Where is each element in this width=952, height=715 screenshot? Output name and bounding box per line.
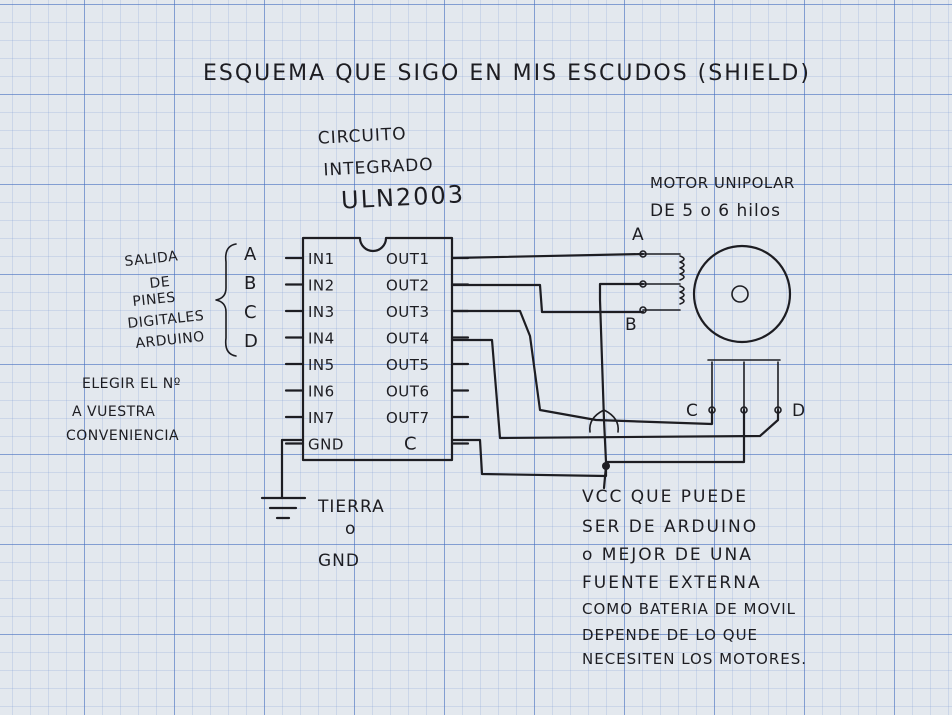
- ic-right-pin-label: OUT2: [386, 277, 430, 295]
- coil-cd: [707, 359, 782, 414]
- ic-left-pin-label: IN5: [308, 356, 335, 374]
- choice-note-line: CONVENIENCIA: [66, 428, 179, 444]
- coil-ab: [639, 250, 685, 314]
- coil-label-c: C: [686, 401, 699, 421]
- coil-label-b: B: [625, 315, 638, 335]
- input-letter: A: [244, 244, 257, 265]
- coil-label-a: A: [632, 225, 645, 245]
- motor-title-line1: MOTOR UNIPOLAR: [650, 174, 795, 192]
- ic-left-pin-label: IN2: [308, 277, 335, 295]
- ic-left-pin-label: IN6: [308, 383, 335, 401]
- ic-right-pin-label: OUT6: [386, 383, 430, 401]
- input-note-line: ARDUINO: [135, 329, 206, 352]
- input-letter: D: [244, 331, 259, 352]
- input-note-line: SALIDA: [124, 248, 179, 270]
- ic-right-pin-label: OUT1: [386, 250, 430, 268]
- wiring: [450, 252, 780, 490]
- input-note-line: DE: [149, 274, 171, 292]
- input-labels: [215, 243, 237, 357]
- ground-label-line3: GND: [318, 551, 360, 571]
- input-note-line: PINES: [132, 290, 177, 310]
- input-note-line: DIGITALES: [127, 308, 205, 332]
- ic-right-pin-label: OUT3: [386, 303, 430, 321]
- ic-right-pin-label: C: [404, 434, 417, 455]
- ic-left-pin-label: IN1: [308, 250, 335, 268]
- ic-right-pin-label: OUT7: [386, 409, 430, 427]
- vcc-note-line: FUENTE EXTERNA: [582, 573, 762, 593]
- vcc-note-line: SER DE ARDUINO: [582, 517, 758, 537]
- ic-left-pin-label: GND: [308, 436, 344, 454]
- ic-left-pin-label: IN4: [308, 330, 335, 348]
- choice-note: ELEGIR EL Nº A VUESTRA CONVENIENCIA: [66, 376, 181, 444]
- input-letter: C: [244, 302, 258, 323]
- ic-left-pin-label: IN7: [308, 409, 335, 427]
- vcc-note-line: o MEJOR DE UNA: [582, 545, 753, 565]
- choice-note-line: A VUESTRA: [72, 404, 155, 420]
- coil-label-d: D: [792, 401, 806, 421]
- vcc-note: VCC QUE PUEDE SER DE ARDUINO o MEJOR DE UN…: [582, 487, 807, 668]
- vcc-note-line: VCC QUE PUEDE: [582, 487, 748, 507]
- ground-label-line1: TIERRA: [317, 497, 385, 517]
- motor-symbol: [692, 244, 792, 344]
- ic-part-number: ULN2003: [340, 180, 465, 214]
- ic-right-pin-label: OUT4: [386, 330, 430, 348]
- choice-note-line: ELEGIR EL Nº: [82, 376, 181, 392]
- ic-left-pin-label: IN3: [308, 303, 335, 321]
- ground-symbol: [260, 438, 307, 520]
- vcc-note-line: NECESITEN LOS MOTORES.: [582, 650, 807, 668]
- ic-caption-line2: INTEGRADO: [323, 155, 434, 181]
- page-title: ESQUEMA QUE SIGO EN MIS ESCUDOS (SHIELD): [203, 61, 811, 86]
- vcc-note-line: DEPENDE DE LO QUE: [582, 626, 758, 644]
- vcc-note-line: COMO BATERIA DE MOVIL: [582, 600, 796, 618]
- ic-right-pin-label: OUT5: [386, 356, 430, 374]
- motor-title-line2: DE 5 o 6 hilos: [650, 201, 781, 221]
- ic-caption-line1: CIRCUITO: [317, 124, 407, 149]
- input-letter: B: [244, 273, 257, 294]
- ic-caption: CIRCUITO INTEGRADO ULN2003: [317, 124, 465, 214]
- ground-label-line2: o: [345, 519, 356, 539]
